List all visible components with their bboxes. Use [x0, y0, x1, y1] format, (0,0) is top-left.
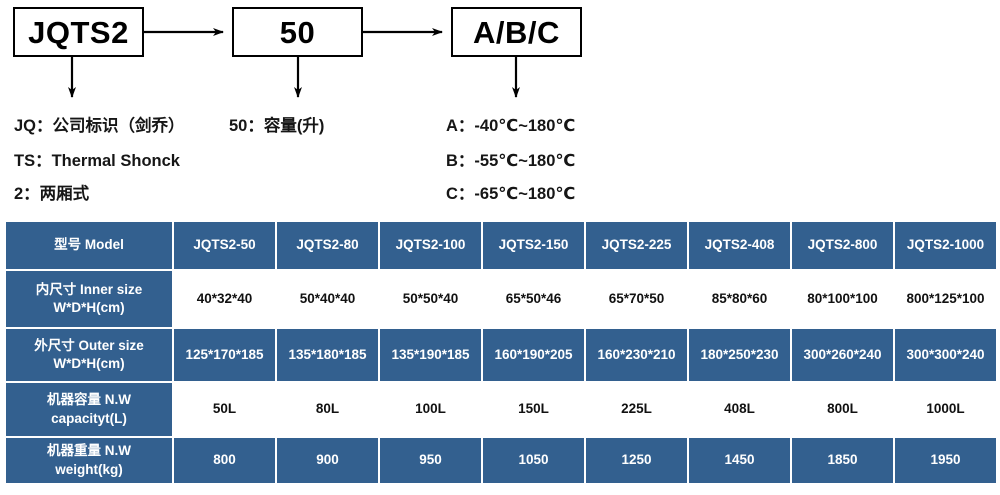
rowhead-weight: 机器重量 N.W weight(kg) — [6, 438, 172, 483]
cell-inner-2: 50*50*40 — [380, 271, 481, 327]
header-model-7: JQTS2-1000 — [895, 222, 996, 269]
cell-capacity-4: 225L — [586, 383, 687, 436]
header-model-2: JQTS2-100 — [380, 222, 481, 269]
cell-weight-0: 800 — [174, 438, 275, 483]
rowhead-inner-size: 内尺寸 Inner size W*D*H(cm) — [6, 271, 172, 327]
rowhead-weight-line1: 机器重量 N.W — [47, 443, 131, 459]
cell-capacity-6: 800L — [792, 383, 893, 436]
rowhead-outer-size-line2: W*D*H(cm) — [53, 356, 125, 371]
rowhead-capacity-line1: 机器容量 N.W — [47, 392, 131, 408]
cell-weight-5: 1450 — [689, 438, 790, 483]
cell-outer-5: 180*250*230 — [689, 329, 790, 381]
cell-inner-5: 85*80*60 — [689, 271, 790, 327]
model-naming-diagram: JQTS2 50 A/B/C JQ：公司标识（剑乔） TS：Thermal Sh… — [0, 0, 1000, 215]
cell-weight-4: 1250 — [586, 438, 687, 483]
rowhead-capacity: 机器容量 N.W capacityt(L) — [6, 383, 172, 436]
cell-capacity-7: 1000L — [895, 383, 996, 436]
header-model-label: 型号 Model — [6, 222, 172, 269]
header-model-5: JQTS2-408 — [689, 222, 790, 269]
table-header-row: 型号 Model JQTS2-50 JQTS2-80 JQTS2-100 JQT… — [6, 222, 996, 269]
cell-weight-6: 1850 — [792, 438, 893, 483]
cell-capacity-5: 408L — [689, 383, 790, 436]
cell-capacity-1: 80L — [277, 383, 378, 436]
legend-50: 50：容量(升) — [229, 117, 325, 135]
legend-b: B：-55℃~180℃ — [446, 152, 576, 170]
rowhead-inner-size-line2: W*D*H(cm) — [53, 300, 125, 315]
header-model-3: JQTS2-150 — [483, 222, 584, 269]
cell-inner-4: 65*70*50 — [586, 271, 687, 327]
header-model-0: JQTS2-50 — [174, 222, 275, 269]
cell-capacity-3: 150L — [483, 383, 584, 436]
table-row-inner-size: 内尺寸 Inner size W*D*H(cm) 40*32*40 50*40*… — [6, 271, 996, 327]
cell-outer-6: 300*260*240 — [792, 329, 893, 381]
legend-c: C：-65℃~180℃ — [446, 185, 576, 203]
cell-outer-2: 135*190*185 — [380, 329, 481, 381]
table-row-weight: 机器重量 N.W weight(kg) 800 900 950 1050 125… — [6, 438, 996, 483]
cell-inner-1: 50*40*40 — [277, 271, 378, 327]
rowhead-weight-line2: weight(kg) — [55, 461, 123, 477]
cell-outer-4: 160*230*210 — [586, 329, 687, 381]
cell-weight-1: 900 — [277, 438, 378, 483]
code-box-model-prefix: JQTS2 — [13, 7, 144, 57]
header-model-6: JQTS2-800 — [792, 222, 893, 269]
cell-capacity-0: 50L — [174, 383, 275, 436]
legend-jq: JQ：公司标识（剑乔） — [14, 117, 185, 135]
rowhead-outer-size-line1: 外尺寸 Outer size — [34, 337, 144, 353]
cell-inner-0: 40*32*40 — [174, 271, 275, 327]
legend-a: A：-40℃~180℃ — [446, 117, 576, 135]
cell-capacity-2: 100L — [380, 383, 481, 436]
table-row-capacity: 机器容量 N.W capacityt(L) 50L 80L 100L 150L … — [6, 383, 996, 436]
rowhead-capacity-line2: capacityt(L) — [51, 410, 127, 426]
table-row-outer-size: 外尺寸 Outer size W*D*H(cm) 125*170*185 135… — [6, 329, 996, 381]
legend-ts: TS：Thermal Shonck — [14, 152, 180, 170]
header-model-1: JQTS2-80 — [277, 222, 378, 269]
header-model-4: JQTS2-225 — [586, 222, 687, 269]
cell-weight-7: 1950 — [895, 438, 996, 483]
legend-2: 2：两厢式 — [14, 185, 90, 203]
rowhead-inner-size-line1: 内尺寸 Inner size — [35, 281, 143, 297]
cell-weight-3: 1050 — [483, 438, 584, 483]
specification-table: 型号 Model JQTS2-50 JQTS2-80 JQTS2-100 JQT… — [4, 220, 998, 485]
cell-inner-7: 800*125*100 — [895, 271, 996, 327]
cell-outer-0: 125*170*185 — [174, 329, 275, 381]
cell-outer-7: 300*300*240 — [895, 329, 996, 381]
rowhead-outer-size: 外尺寸 Outer size W*D*H(cm) — [6, 329, 172, 381]
cell-outer-3: 160*190*205 — [483, 329, 584, 381]
code-box-temp-grade: A/B/C — [451, 7, 582, 57]
cell-weight-2: 950 — [380, 438, 481, 483]
cell-inner-6: 80*100*100 — [792, 271, 893, 327]
cell-outer-1: 135*180*185 — [277, 329, 378, 381]
code-box-volume: 50 — [232, 7, 363, 57]
cell-inner-3: 65*50*46 — [483, 271, 584, 327]
